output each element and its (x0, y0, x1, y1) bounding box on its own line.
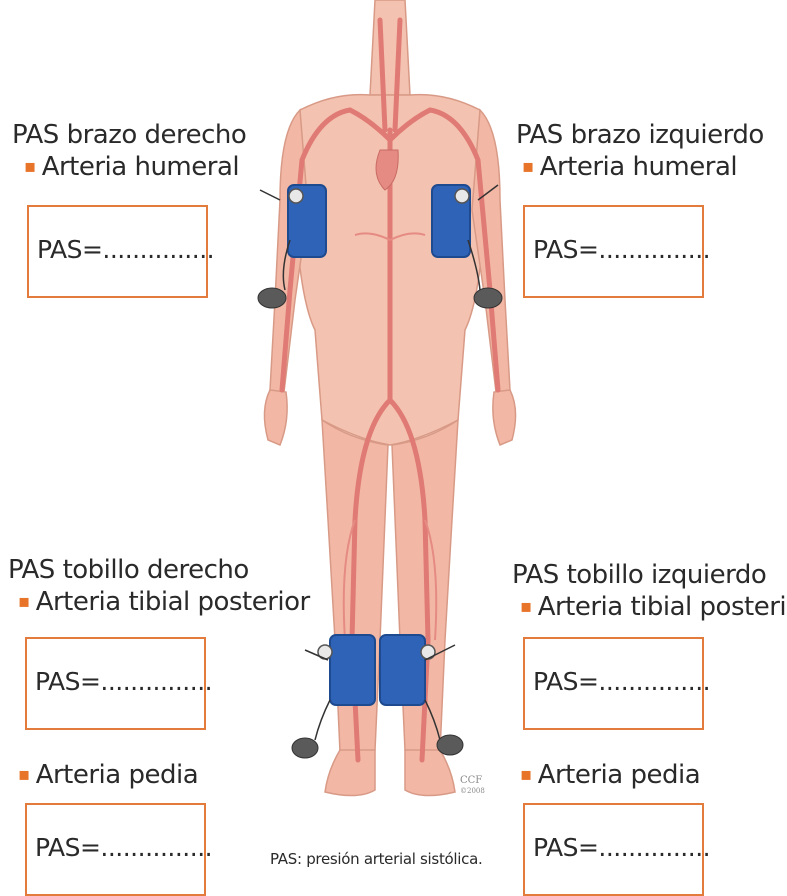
body-figure-icon (240, 0, 540, 820)
left-arm-title: PAS brazo izquierdo (516, 120, 764, 151)
left-ankle-title: PAS tobillo izquierdo (512, 560, 787, 591)
ccf-watermark: CCF ©2008 (460, 775, 485, 797)
right-arm-artery: Arteria humeral (42, 152, 239, 182)
bullet-icon: ▪ (522, 156, 534, 177)
bullet-icon: ▪ (520, 596, 532, 617)
left-arm-artery: Arteria humeral (540, 152, 737, 182)
right-ankle-pedia-label: ▪ Arteria pedia (18, 760, 198, 790)
bullet-icon: ▪ (24, 156, 36, 177)
right-ankle-artery-posterior: Arteria tibial posterior (36, 587, 310, 617)
bullet-icon: ▪ (520, 764, 532, 785)
bullet-icon: ▪ (18, 591, 30, 612)
left-ankle-pedia-pas-field[interactable]: PAS=............... (523, 803, 704, 896)
left-arm-pas-field[interactable]: PAS=............... (523, 205, 704, 298)
left-ankle-posterior-pas-field[interactable]: PAS=............... (523, 637, 704, 730)
bullet-icon: ▪ (18, 764, 30, 785)
right-ankle-posterior-pas-field[interactable]: PAS=............... (25, 637, 206, 730)
left-ankle-artery-posterior: Arteria tibial posterior (538, 592, 787, 622)
left-ankle-label: PAS tobillo izquierdo ▪ Arteria tibial po… (512, 560, 787, 623)
right-arm-title: PAS brazo derecho (12, 120, 246, 151)
right-ankle-artery-pedia: Arteria pedia (36, 760, 198, 790)
right-ankle-pedia-pas-field[interactable]: PAS=............... (25, 803, 206, 896)
footnote: PAS: presión arterial sistólica. (270, 850, 482, 868)
left-ankle-artery-pedia: Arteria pedia (538, 760, 700, 790)
left-ankle-pedia-label: ▪ Arteria pedia (520, 760, 700, 790)
right-arm-pas-field[interactable]: PAS=............... (27, 205, 208, 298)
right-ankle-label: PAS tobillo derecho ▪ Arteria tibial post… (8, 555, 310, 618)
right-arm-label: PAS brazo derecho ▪ Arteria humeral (12, 120, 246, 183)
right-ankle-title: PAS tobillo derecho (8, 555, 310, 586)
left-arm-label: PAS brazo izquierdo ▪ Arteria humeral (516, 120, 764, 183)
